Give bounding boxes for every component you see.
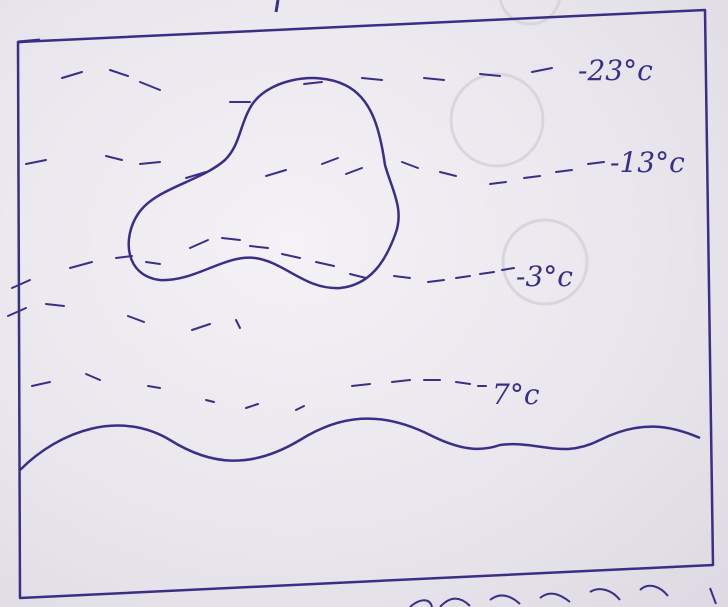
dashed-line-row-1	[61, 67, 553, 103]
paper-emboss-circle	[501, 218, 589, 306]
frame-corner-mark	[17, 38, 41, 44]
dashed-line-row-2	[25, 155, 605, 185]
label-minus-13c: -13°c	[610, 146, 685, 179]
label-minus-3c: -3°c	[516, 260, 573, 293]
paper-emboss-circle	[499, 0, 561, 26]
top-stroke	[274, 0, 280, 13]
frame-border	[16, 8, 715, 600]
bottom-handwriting-strokes	[409, 584, 717, 607]
label-7c: 7°c	[492, 378, 540, 411]
label-minus-23c: -23°c	[578, 54, 653, 87]
dashed-line-row-4	[7, 303, 241, 331]
paper-emboss-circle	[449, 72, 545, 168]
dashed-line-row-3	[11, 237, 515, 289]
wavy-line	[19, 417, 701, 471]
blob-shape	[127, 76, 400, 290]
dashed-line-row-5	[31, 373, 487, 411]
